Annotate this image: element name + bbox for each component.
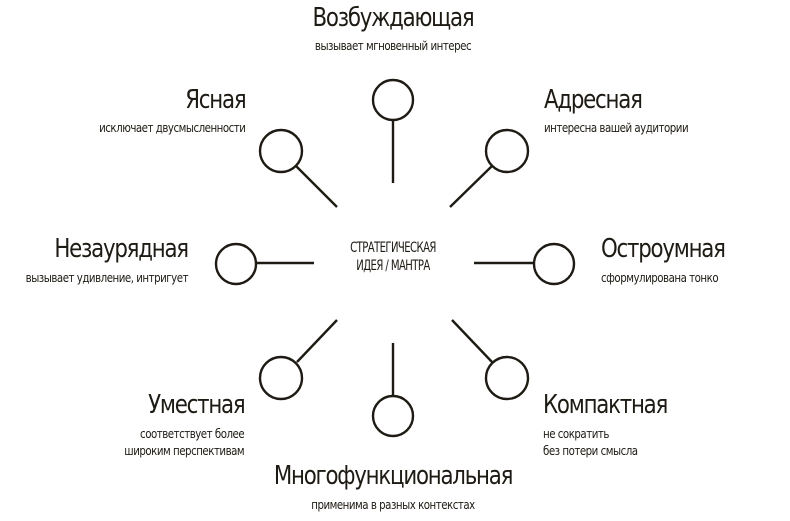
node-circle-bottom <box>371 394 415 438</box>
node-title-right: Остроумная <box>601 234 726 264</box>
spoke-lower-right <box>451 319 530 401</box>
center-label: СТРАТЕГИЧЕСКАЯ ИДЕЯ / МАНТРА <box>335 240 450 275</box>
node-circle-right <box>532 242 576 286</box>
node-circle-lower-right <box>484 355 530 401</box>
node-subtitle-top: вызывает мгновенный интерес <box>314 38 472 53</box>
node-circle-lower-left <box>258 355 304 401</box>
node-subtitle-right: сформулирована тонко <box>601 270 719 285</box>
node-circle-left <box>214 242 258 286</box>
node-circle-upper-left <box>258 128 304 174</box>
node-title-top: Возбуждающая <box>312 3 475 33</box>
spoke-left <box>214 242 314 286</box>
node-subtitle-lower-right-line-1: не сократить <box>543 426 609 441</box>
node-subtitle-upper-left: исключает двусмысленности <box>98 120 246 135</box>
node-subtitle-bottom: применима в разных контекстах <box>311 497 475 512</box>
node-subtitle-lower-left-line-1: соответствует более <box>139 426 245 441</box>
node-circle-top <box>371 78 415 122</box>
node-subtitle-left: вызывает удивление, интригует <box>25 270 189 285</box>
node-title-upper-left: Ясная <box>184 85 246 115</box>
node-title-lower-left: Уместная <box>147 390 246 420</box>
node-title-left: Незаурядная <box>54 234 189 264</box>
node-subtitle-upper-right: интересна вашей аудитории <box>544 120 689 135</box>
center-line-2: ИДЕЯ / МАНТРА <box>356 257 430 274</box>
node-subtitle-lower-right: не сократить без потери смысла <box>543 426 638 460</box>
spoke-lower-left <box>258 319 338 401</box>
node-title-upper-right: Адресная <box>544 85 643 115</box>
node-circle-upper-right <box>484 128 530 174</box>
node-subtitle-lower-left-line-2: широким перспективам <box>124 442 244 458</box>
node-subtitle-lower-right-line-2: без потери смысла <box>543 442 638 458</box>
spoke-right <box>474 242 576 286</box>
node-title-lower-right: Компактная <box>543 390 668 420</box>
node-subtitle-lower-left: соответствует более широким перспективам <box>124 426 244 460</box>
center-line-1: СТРАТЕГИЧЕСКАЯ <box>350 240 436 256</box>
node-title-bottom: Многофункциональная <box>273 461 514 491</box>
spoke-top <box>371 78 415 183</box>
spoke-upper-right <box>449 128 530 208</box>
spoke-upper-left <box>258 128 338 208</box>
spoke-bottom <box>371 343 415 438</box>
